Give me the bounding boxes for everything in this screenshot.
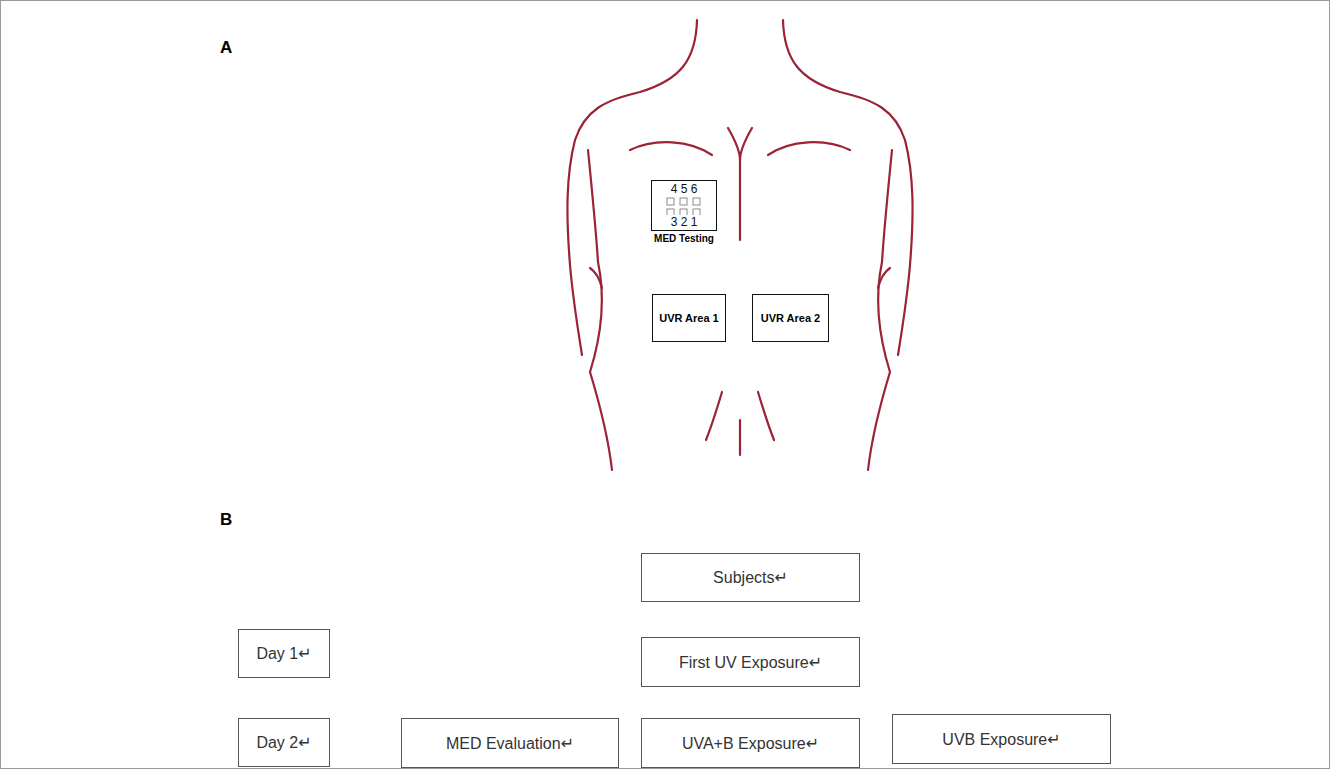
test-squares bbox=[661, 196, 707, 215]
process-box: MED Evaluation↵ bbox=[401, 718, 619, 768]
box-text: UVR Area 1 bbox=[659, 312, 719, 324]
uvr-area-box: UVR Area 1 bbox=[652, 294, 726, 342]
area-label: MED Testing bbox=[654, 233, 714, 244]
box-text: Subjects↵ bbox=[713, 568, 788, 587]
box-text: MED Evaluation↵ bbox=[446, 734, 574, 753]
day-box: Day 2↵ bbox=[238, 718, 330, 767]
panel-label: A bbox=[220, 38, 232, 58]
process-box: UVB Exposure↵ bbox=[892, 714, 1111, 764]
box-text: Day 1↵ bbox=[256, 644, 311, 663]
callout-number: 3 2 1 bbox=[671, 215, 698, 229]
day-box: Day 1↵ bbox=[238, 629, 330, 678]
callout-number: 4 5 6 bbox=[671, 182, 698, 196]
uvr-area-box: UVR Area 2 bbox=[752, 294, 829, 342]
box-text: Day 2↵ bbox=[256, 733, 311, 752]
box-text: UVB Exposure↵ bbox=[942, 730, 1060, 749]
med-testing-grid: 4 5 63 2 1MED Testing bbox=[651, 180, 717, 231]
panel-label: B bbox=[220, 510, 232, 530]
process-box: First UV Exposure↵ bbox=[641, 637, 860, 687]
box-text: UVR Area 2 bbox=[761, 312, 821, 324]
process-box: Subjects↵ bbox=[641, 553, 860, 602]
process-box: UVA+B Exposure↵ bbox=[641, 718, 860, 768]
box-text: UVA+B Exposure↵ bbox=[682, 734, 819, 753]
box-text: First UV Exposure↵ bbox=[679, 653, 822, 672]
